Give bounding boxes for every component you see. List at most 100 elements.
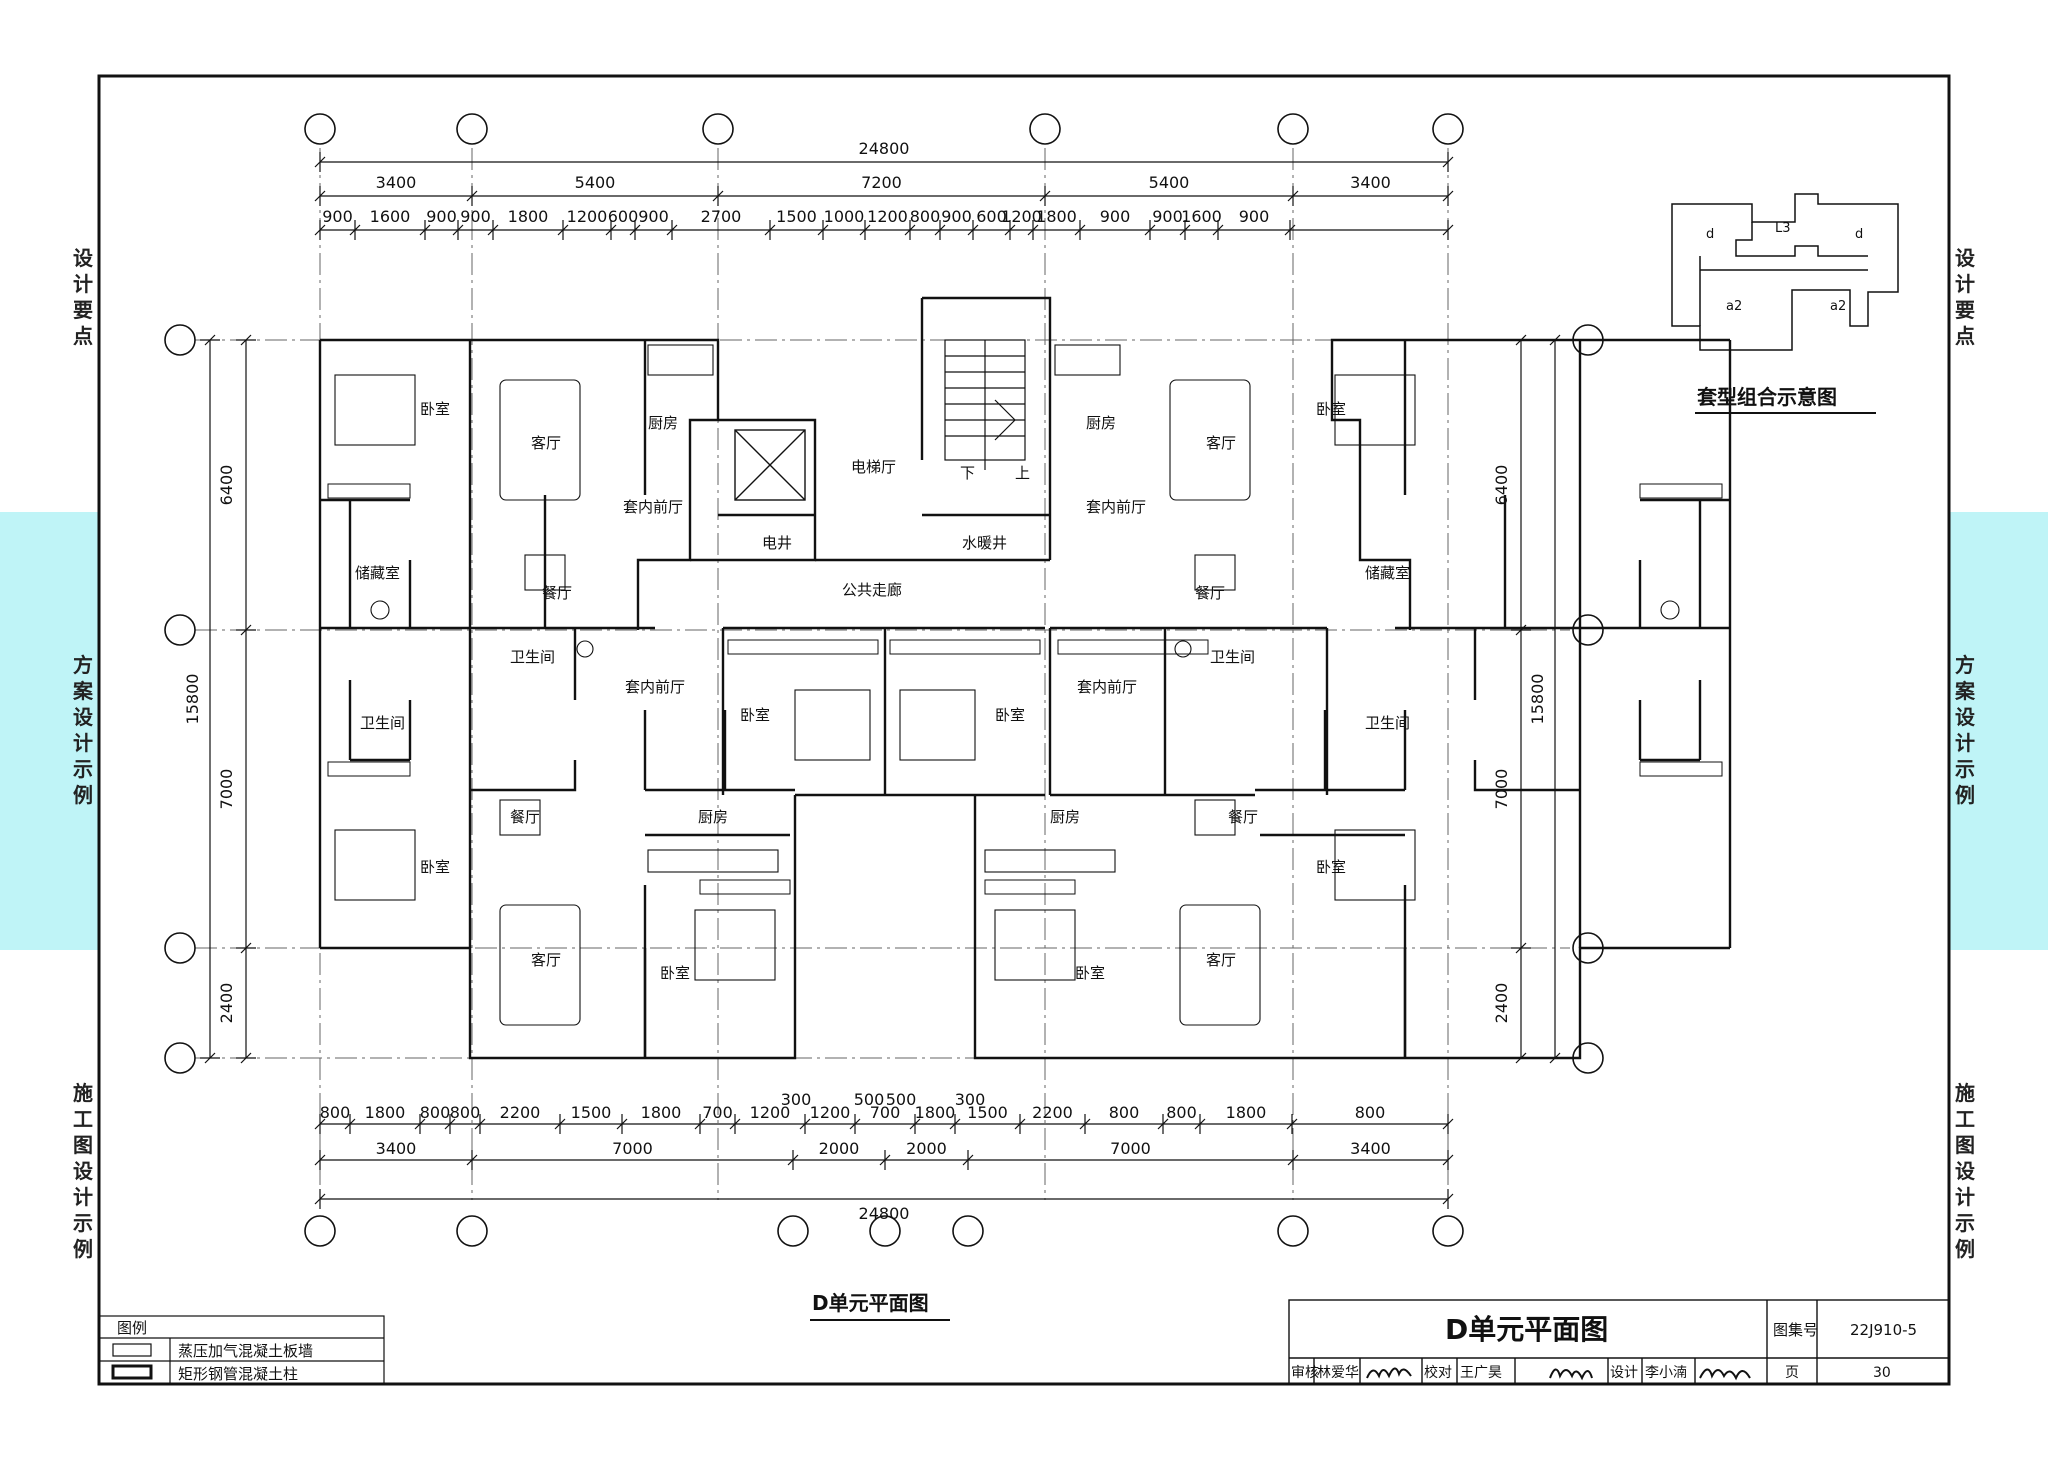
right-tier-dim-label: 2400 <box>1492 983 1511 1024</box>
side-label-left-1: 设计要点 <box>73 246 93 348</box>
axis-bubble-top <box>456 113 488 145</box>
room-dining-2: 餐厅 <box>510 808 540 826</box>
key-label-a2-left: a2 <box>1726 299 1742 314</box>
top-tier3-dim-label: 900 <box>638 207 669 226</box>
top-tier3-dim-label: 2700 <box>701 207 742 226</box>
room-living-1: 客厅 <box>531 434 561 452</box>
checker-name: 王广昊 <box>1460 1365 1502 1381</box>
legend-item-wall: 蒸压加气混凝土板墙 <box>178 1342 313 1360</box>
legend-header: 图例 <box>117 1319 147 1337</box>
top-tier3-dim-label: 1500 <box>776 207 817 226</box>
room-kitchen-3: 厨房 <box>1086 414 1116 432</box>
axis-bubble-bottom <box>777 1215 809 1247</box>
design-label: 设计 <box>1610 1365 1638 1381</box>
axis-bubble-top <box>702 113 734 145</box>
room-bedroom-5: 卧室 <box>1316 400 1346 418</box>
bottom-tier2-dim-label: 7000 <box>612 1139 653 1158</box>
room-bedroom-1: 卧室 <box>420 400 450 418</box>
bottom-tier1-dim-label: 1800 <box>1226 1103 1267 1122</box>
elevator <box>734 429 806 501</box>
room-corridor: 公共走廊 <box>842 581 902 599</box>
side-label-right-1: 设计要点 <box>1955 246 1975 348</box>
key-plan-title: 套型组合示意图 <box>1697 385 1837 409</box>
room-bedroom-6: 卧室 <box>995 706 1025 724</box>
bottom-tier2-dim-label: 2000 <box>819 1139 860 1158</box>
axis-bubble-bottom <box>304 1215 336 1247</box>
room-living-2: 客厅 <box>531 951 561 969</box>
signature-designer <box>1699 1368 1751 1381</box>
bottom-tier1-dim-label: 1500 <box>571 1103 612 1122</box>
legend-item-column: 矩形钢管混凝土柱 <box>178 1365 298 1383</box>
room-elevator-hall: 电梯厅 <box>851 458 896 476</box>
room-living-3: 客厅 <box>1206 434 1236 452</box>
room-foyer-3: 套内前厅 <box>1086 498 1146 516</box>
key-label-l3: L3 <box>1775 221 1791 236</box>
top-tier3-dim-label: 900 <box>426 207 457 226</box>
signature-reviewer <box>1366 1367 1412 1379</box>
axis-bubble-right <box>1572 614 1604 646</box>
right-tier-dim-label: 6400 <box>1492 465 1511 506</box>
bottom-overall-dim-label: 24800 <box>859 1204 910 1223</box>
top-overall-dim-label: 24800 <box>859 139 910 158</box>
dimension-lines <box>200 152 1565 1209</box>
bottom-tier1-dim-label: 1800 <box>365 1103 406 1122</box>
bottom-small-dim-label: 500 <box>886 1090 917 1109</box>
key-plan-labels: d L3 d a2 a2 <box>1706 221 1863 314</box>
room-bedroom-2: 卧室 <box>740 706 770 724</box>
room-bedroom-3: 卧室 <box>420 858 450 876</box>
axis-bubbles <box>164 113 1604 1247</box>
room-bathroom-1: 卫生间 <box>510 648 555 666</box>
top-tier2-dim-label: 5400 <box>1149 173 1190 192</box>
designer-name: 李小湳 <box>1645 1365 1687 1381</box>
room-dining-3: 餐厅 <box>1195 584 1225 602</box>
bottom-small-dim-label: 300 <box>955 1090 986 1109</box>
signature-checker <box>1549 1368 1593 1381</box>
top-tier3-dim-label: 900 <box>322 207 353 226</box>
left-tier-dim-label: 6400 <box>217 465 236 506</box>
axis-lines <box>195 148 1570 1200</box>
bottom-tier1-dim-label: 800 <box>420 1103 451 1122</box>
room-bathroom-2: 卫生间 <box>360 714 405 732</box>
bottom-tier2-dim-label: 3400 <box>1350 1139 1391 1158</box>
room-dining-1: 餐厅 <box>542 584 572 602</box>
room-bathroom-3: 卫生间 <box>1210 648 1255 666</box>
top-tier3-dim-label: 900 <box>460 207 491 226</box>
left-tier-dim-label: 2400 <box>217 983 236 1024</box>
bottom-small-dim-label: 500 <box>854 1090 885 1109</box>
axis-bubble-top <box>1432 113 1464 145</box>
axis-bubble-left <box>164 932 196 964</box>
axis-bubble-bottom <box>1277 1215 1309 1247</box>
signatures <box>1366 1367 1751 1381</box>
sheet-border <box>97 74 1951 1386</box>
legend <box>98 1315 385 1385</box>
axis-bubble-top <box>1029 113 1061 145</box>
left-overall-dim-label: 15800 <box>183 674 202 725</box>
reviewer-name: 林爱华 <box>1317 1365 1359 1381</box>
top-tier2-dim-label: 7200 <box>861 173 902 192</box>
side-label-left-3: 施工图设计示例 <box>73 1081 93 1261</box>
bottom-tier1-dim-label: 2200 <box>500 1103 541 1122</box>
bottom-tier1-dim-label: 1200 <box>750 1103 791 1122</box>
key-plan <box>1671 193 1899 351</box>
top-tier3-dim-label: 900 <box>1152 207 1183 226</box>
side-label-left-2: 方案设计示例 <box>73 653 93 807</box>
axis-bubble-top <box>1277 113 1309 145</box>
title-block-title: D单元平面图 <box>1445 1313 1608 1346</box>
room-kitchen-1: 厨房 <box>648 414 678 432</box>
bottom-tier1-dim-label: 1800 <box>915 1103 956 1122</box>
top-tier3-dim-label: 600 <box>976 207 1007 226</box>
room-labels: 卧室 客厅 厨房 套内前厅 储藏室 餐厅 卫生间 卫生间 套内前厅 卧室 餐厅 … <box>355 400 1410 982</box>
top-tier3-dim-label: 600 <box>608 207 639 226</box>
top-tier3-dim-label: 1200 <box>567 207 608 226</box>
top-tier2-dim-label: 3400 <box>376 173 417 192</box>
axis-bubble-bottom <box>869 1215 901 1247</box>
stair <box>944 339 1026 470</box>
bottom-tier1-dim-label: 800 <box>1109 1103 1140 1122</box>
room-living-4: 客厅 <box>1206 951 1236 969</box>
bottom-tier1-dim-label: 800 <box>1166 1103 1197 1122</box>
check-label: 校对 <box>1424 1364 1452 1381</box>
bottom-small-dim-label: 300 <box>781 1090 812 1109</box>
bottom-tier1-dim-label: 700 <box>702 1103 733 1122</box>
side-stripe-right <box>1950 512 2048 950</box>
